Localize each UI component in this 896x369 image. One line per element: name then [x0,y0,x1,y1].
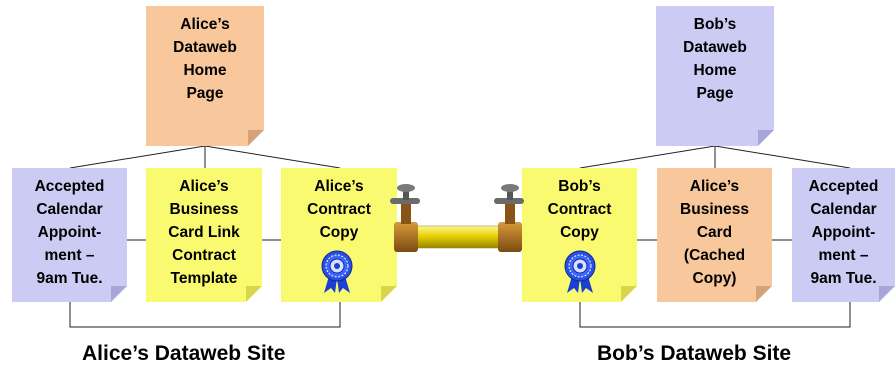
alice-calendar-label: Accepted Calendar Appoint- ment – 9am Tu… [34,178,105,287]
bob-site-label: Bob’s Dataweb Site [597,342,792,365]
pipe-valve-icon [390,184,420,252]
bob-cached-business-card-note[interactable]: Alice’s Business Card (Cached Copy) [657,168,772,302]
alice-business-card-link-label: Alice’s Business Card Link Contract Temp… [168,178,240,287]
bob-calendar-label: Accepted Calendar Appoint- ment – 9am Tu… [808,178,879,287]
bob-contract-copy-label: Bob’s Contract Copy [547,178,612,241]
blue-ribbon-seal-icon [564,250,596,293]
pipe-valve-icon [494,184,524,252]
alice-site-label: Alice’s Dataweb Site [82,342,286,365]
alice-home-page-label: Alice’s Dataweb Home Page [173,16,237,102]
alice-home-page-note[interactable]: Alice’s Dataweb Home Page [146,6,264,146]
pipe-connector [390,184,524,252]
bob-calendar-note[interactable]: Accepted Calendar Appoint- ment – 9am Tu… [792,168,895,302]
alice-contract-copy-label: Alice’s Contract Copy [307,178,371,241]
bob-home-page-label: Bob’s Dataweb Home Page [683,16,747,102]
alice-business-card-link-note[interactable]: Alice’s Business Card Link Contract Temp… [146,168,262,302]
bob-home-page-note[interactable]: Bob’s Dataweb Home Page [656,6,774,146]
alice-calendar-note[interactable]: Accepted Calendar Appoint- ment – 9am Tu… [12,168,127,302]
blue-ribbon-seal-icon [321,250,353,293]
bob-cached-business-card-label: Alice’s Business Card (Cached Copy) [680,178,749,287]
